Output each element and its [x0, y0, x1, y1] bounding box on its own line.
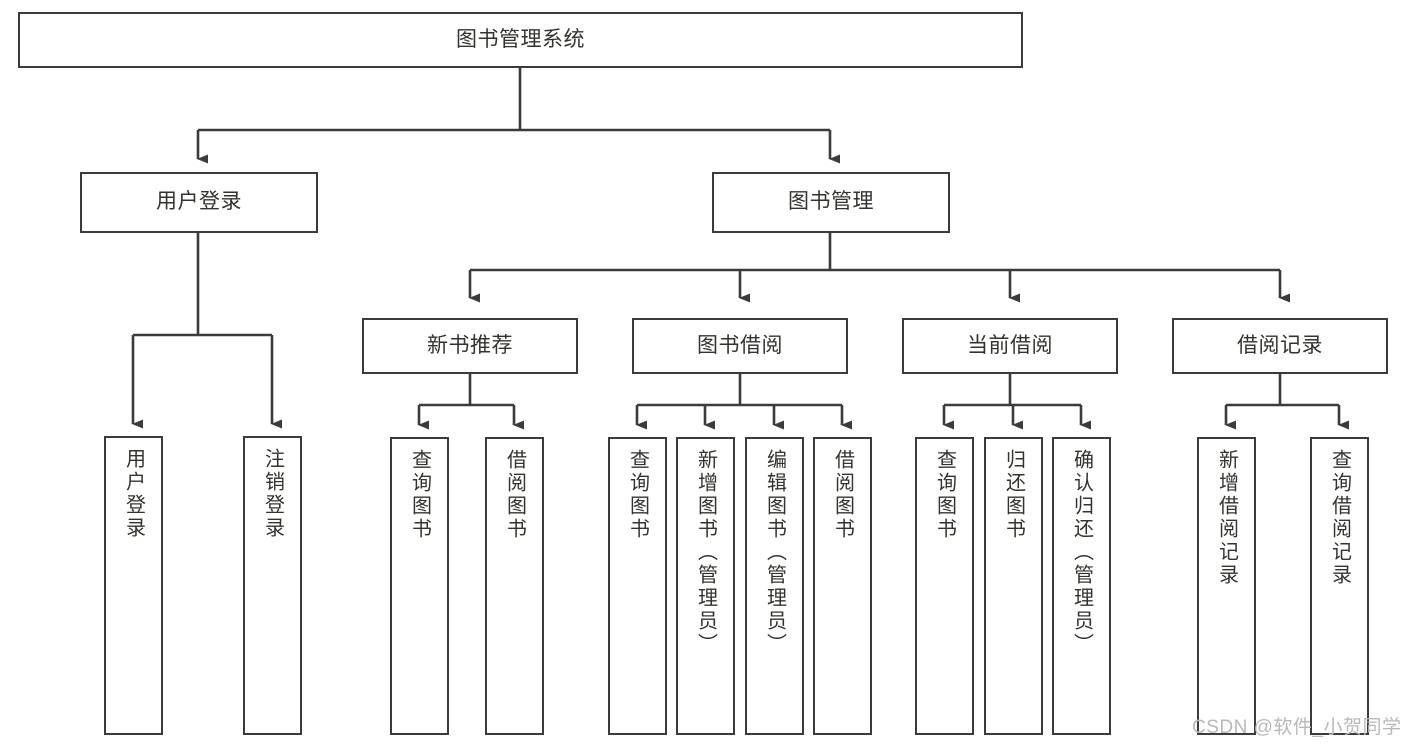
- node-leaf-user-login[interactable]: 用户登录: [104, 436, 163, 735]
- node-leaf-borrow-book-1[interactable]: 借阅图书: [485, 437, 544, 735]
- node-leaf-return-book-label: 归还图书: [1002, 449, 1025, 541]
- node-leaf-query-book-1-label: 查询图书: [408, 449, 431, 541]
- node-leaf-query-record[interactable]: 查询借阅记录: [1310, 437, 1369, 735]
- node-leaf-logout[interactable]: 注销登录: [243, 436, 302, 735]
- node-leaf-query-record-label: 查询借阅记录: [1328, 449, 1351, 587]
- node-book-borrow[interactable]: 图书借阅: [632, 318, 848, 374]
- node-leaf-add-book-label: 新增图书（管理员）: [694, 449, 717, 656]
- node-user-login[interactable]: 用户登录: [80, 172, 318, 233]
- node-leaf-add-book[interactable]: 新增图书（管理员）: [676, 437, 735, 735]
- node-book-borrow-label: 图书借阅: [697, 333, 783, 357]
- node-leaf-return-book[interactable]: 归还图书: [984, 437, 1043, 735]
- node-borrow-record[interactable]: 借阅记录: [1172, 318, 1388, 374]
- node-user-login-label: 用户登录: [156, 190, 242, 214]
- node-new-book-recommend-label: 新书推荐: [427, 333, 513, 357]
- node-leaf-confirm-return-label: 确认归还（管理员）: [1070, 449, 1093, 656]
- node-new-book-recommend[interactable]: 新书推荐: [362, 318, 578, 374]
- node-leaf-confirm-return[interactable]: 确认归还（管理员）: [1052, 437, 1111, 735]
- node-leaf-query-book-2-label: 查询图书: [626, 449, 649, 541]
- node-current-borrow[interactable]: 当前借阅: [902, 318, 1118, 374]
- node-leaf-query-book-3[interactable]: 查询图书: [915, 437, 974, 735]
- node-root-label: 图书管理系统: [456, 27, 585, 51]
- node-current-borrow-label: 当前借阅: [967, 333, 1053, 357]
- node-leaf-borrow-book-2-label: 借阅图书: [831, 449, 854, 541]
- node-root[interactable]: 图书管理系统: [18, 12, 1023, 68]
- node-book-management[interactable]: 图书管理: [712, 172, 950, 233]
- node-leaf-add-record-label: 新增借阅记录: [1215, 449, 1238, 587]
- node-leaf-add-record[interactable]: 新增借阅记录: [1197, 437, 1256, 735]
- node-leaf-user-login-label: 用户登录: [122, 448, 145, 540]
- node-leaf-borrow-book-1-label: 借阅图书: [503, 449, 526, 541]
- node-borrow-record-label: 借阅记录: [1237, 333, 1323, 357]
- node-leaf-borrow-book-2[interactable]: 借阅图书: [813, 437, 872, 735]
- node-leaf-edit-book-label: 编辑图书（管理员）: [763, 449, 786, 656]
- node-leaf-query-book-2[interactable]: 查询图书: [608, 437, 667, 735]
- node-leaf-logout-label: 注销登录: [261, 448, 284, 540]
- node-leaf-edit-book[interactable]: 编辑图书（管理员）: [745, 437, 804, 735]
- node-leaf-query-book-1[interactable]: 查询图书: [390, 437, 449, 735]
- node-leaf-query-book-3-label: 查询图书: [933, 449, 956, 541]
- node-book-management-label: 图书管理: [788, 190, 874, 214]
